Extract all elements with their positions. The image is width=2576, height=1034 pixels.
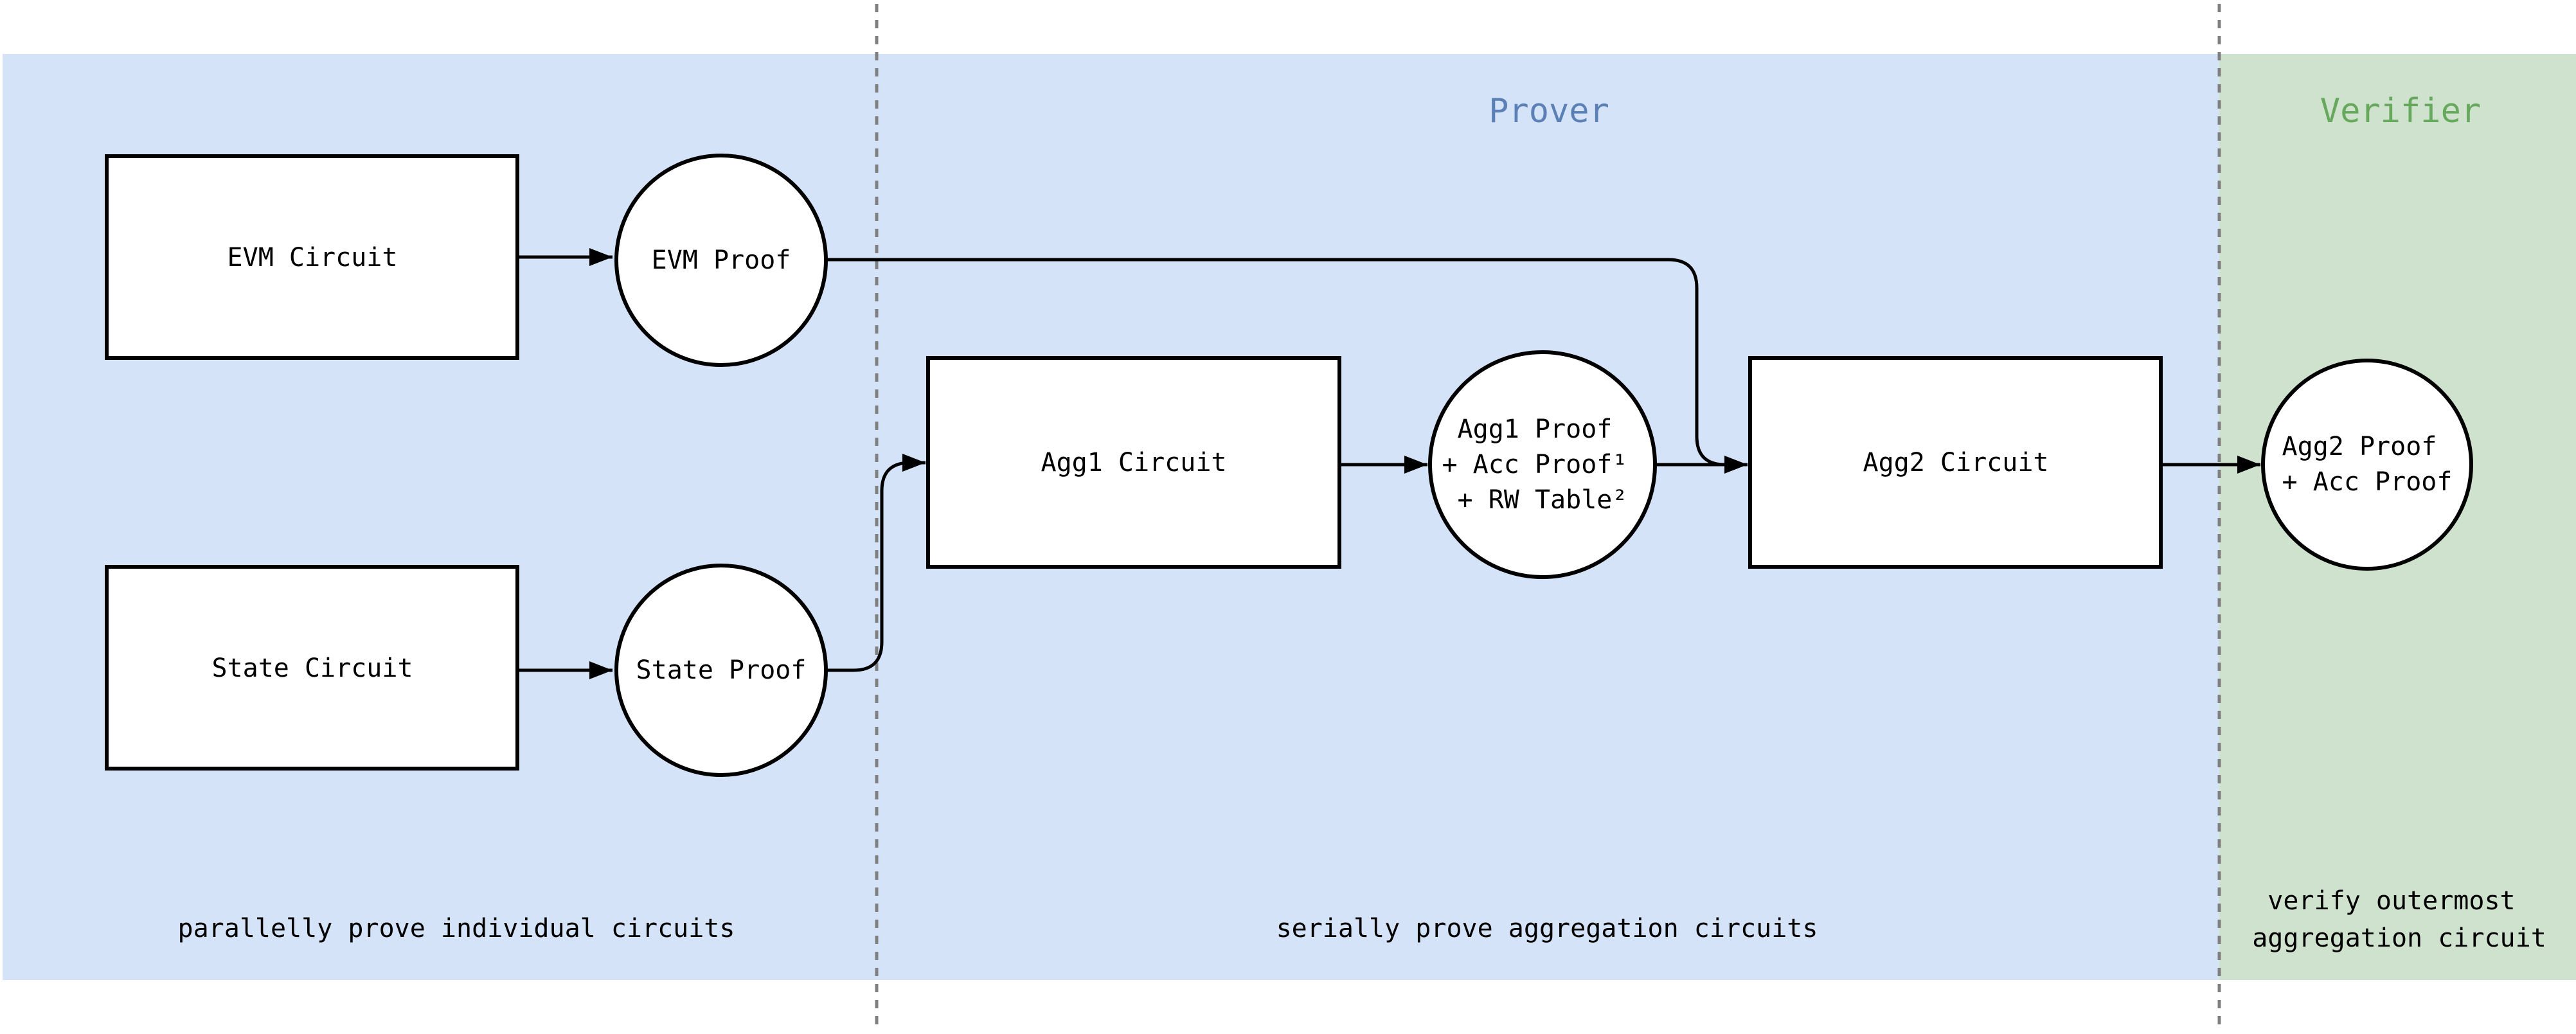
prover-region-title: Prover [1489, 92, 1609, 130]
agg2-proof-label: Agg2 Proof + Acc Proof [2282, 432, 2453, 497]
node-evm-circuit: EVM Circuit [105, 154, 519, 360]
agg2-circuit-box [1748, 356, 2163, 569]
state-proof-circle [614, 564, 828, 777]
node-state-circuit: State Circuit [105, 565, 519, 771]
node-state-proof: State Proof [614, 564, 828, 777]
node-evm-proof: EVM Proof [614, 154, 828, 367]
agg2-proof-label-line: + Acc Proof [2282, 467, 2453, 497]
state-circuit-box [105, 565, 519, 771]
node-agg2-proof: Agg2 Proof + Acc Proof [2261, 359, 2473, 571]
node-agg2-circuit: Agg2 Circuit [1748, 356, 2163, 569]
state-circuit-label: State Circuit [211, 654, 413, 683]
agg1-proof-label-line: Agg1 Proof [1458, 414, 1613, 444]
agg1-proof-label-line: + RW Table² [1458, 485, 1628, 515]
agg1-proof-label-line: + Acc Proof¹ [1442, 450, 1627, 479]
node-agg1-circuit: Agg1 Circuit [926, 356, 1341, 569]
node-agg1-proof: Agg1 Proof + Acc Proof¹ + RW Table² [1428, 350, 1657, 579]
verifier-region-title: Verifier [2320, 92, 2481, 130]
caption-verify-line: verify outermost [2267, 886, 2515, 916]
caption-verify: verify outermost aggregation circuit [2252, 886, 2546, 953]
agg2-circuit-label: Agg2 Circuit [1863, 448, 2049, 477]
evm-proof-label: EVM Proof [652, 245, 791, 275]
agg1-circuit-box [926, 356, 1341, 569]
state-proof-label: State Proof [636, 655, 807, 685]
edge-state-proof-to-agg1-circuit [826, 454, 926, 672]
evm-proof-circle [614, 154, 828, 367]
evm-circuit-box [105, 154, 519, 360]
agg1-proof-label: Agg1 Proof + Acc Proof¹ + RW Table² [1442, 414, 1643, 515]
caption-serial: serially prove aggregation circuits [1276, 914, 1818, 943]
caption-parallel: parallelly prove individual circuits [178, 914, 735, 943]
edge-evm-proof-to-agg2-circuit [826, 258, 1739, 467]
agg1-proof-circle [1428, 350, 1657, 579]
caption-verify-line: aggregation circuit [2252, 923, 2546, 953]
evm-circuit-label: EVM Circuit [228, 243, 398, 272]
agg2-proof-label-line: Agg2 Proof [2282, 432, 2437, 461]
agg2-proof-circle [2261, 359, 2473, 571]
agg1-circuit-label: Agg1 Circuit [1041, 448, 1227, 477]
